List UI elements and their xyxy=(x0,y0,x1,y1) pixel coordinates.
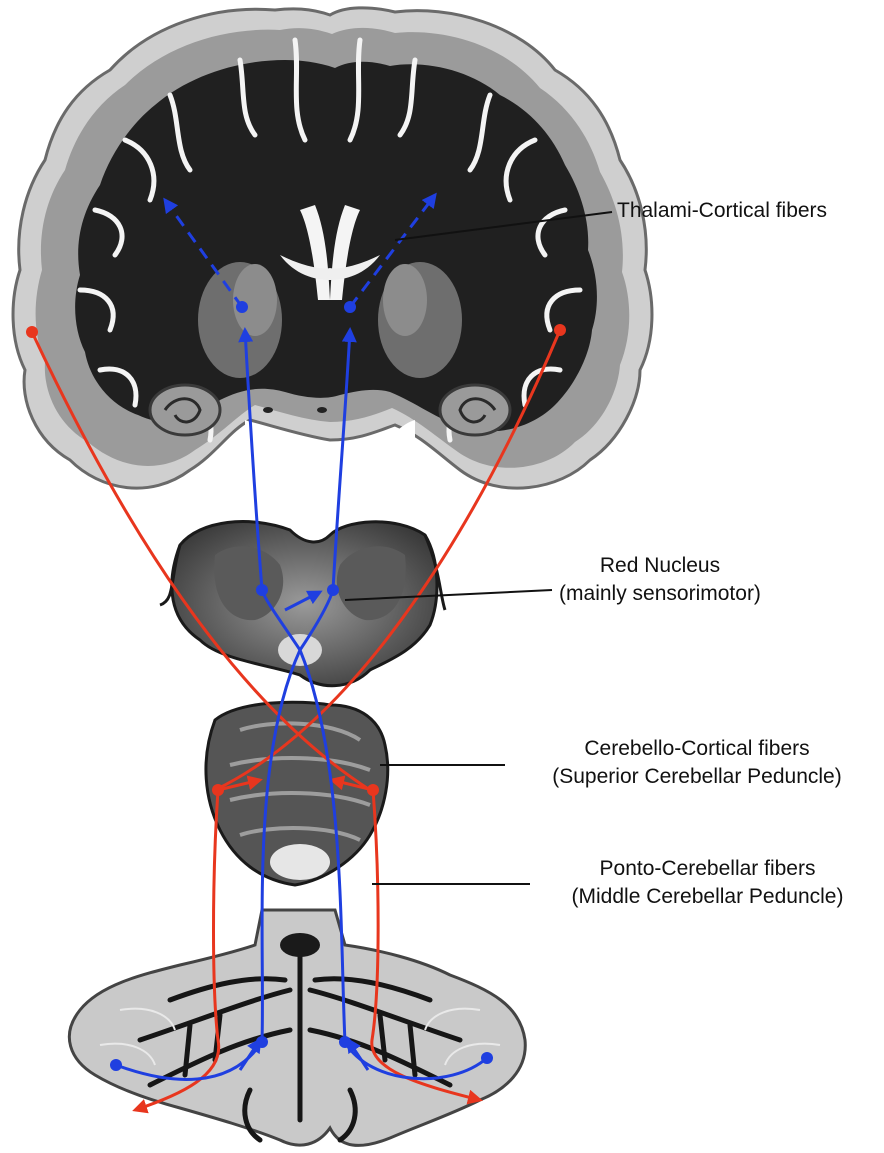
pathway-node xyxy=(256,1036,268,1048)
pathway-node xyxy=(339,1036,351,1048)
cerebello-cortical-subtitle: (Superior Cerebellar Peduncle) xyxy=(512,763,882,791)
pathway-node xyxy=(367,784,379,796)
pathway-node xyxy=(481,1052,493,1064)
pathway-node xyxy=(212,784,224,796)
pathway-node xyxy=(236,301,248,313)
thalamo-cortical-label: Thalami-Cortical fibers xyxy=(617,197,827,225)
cerebello-cortical-label: Cerebello-Cortical fibers (Superior Cere… xyxy=(512,735,882,791)
pathway-node xyxy=(327,584,339,596)
red-nucleus-title: Red Nucleus xyxy=(550,552,770,580)
coronal-cerebrum-section xyxy=(13,8,652,515)
ponto-cerebellar-subtitle: (Middle Cerebellar Peduncle) xyxy=(535,883,880,911)
pathway-node xyxy=(256,584,268,596)
pathway-node xyxy=(554,324,566,336)
ponto-cerebellar-label: Ponto-Cerebellar fibers (Middle Cerebell… xyxy=(535,855,880,911)
pathway-node xyxy=(26,326,38,338)
midbrain-section xyxy=(160,522,445,686)
ponto-cerebellar-title: Ponto-Cerebellar fibers xyxy=(535,855,880,883)
pathway-node xyxy=(110,1059,122,1071)
red-nucleus-subtitle: (mainly sensorimotor) xyxy=(550,580,770,608)
pons-section xyxy=(206,702,388,885)
cerebello-cortical-title: Cerebello-Cortical fibers xyxy=(512,735,882,763)
pathway-node xyxy=(344,301,356,313)
red-nucleus-label: Red Nucleus (mainly sensorimotor) xyxy=(550,552,770,608)
